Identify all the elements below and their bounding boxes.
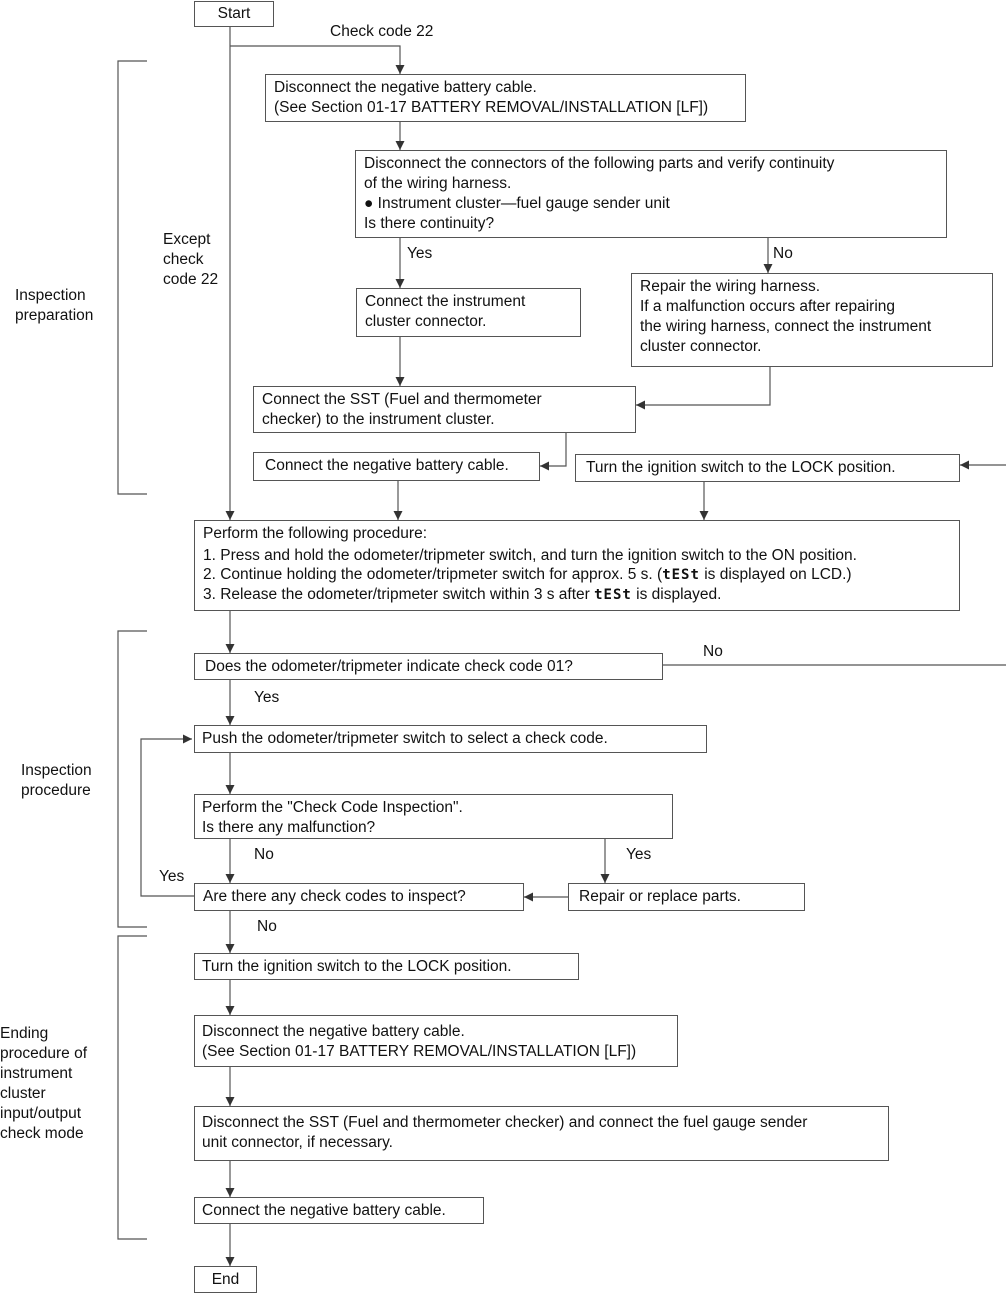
turn-ignition-lock-step: Turn the ignition switch to the LOCK pos…: [575, 454, 960, 482]
procedure-step-2: 2. Continue holding the odometer/tripmet…: [203, 566, 852, 583]
connect-battery-cable-step: Connect the negative battery cable.: [253, 452, 540, 481]
section-label-ending: Ending procedure of instrument cluster i…: [0, 1025, 88, 1142]
branch-label-no: No: [773, 245, 793, 262]
connector-check-22: [230, 45, 405, 74]
disconnect-battery-cable-step: Disconnect the negative battery cable. (…: [265, 74, 746, 122]
bracket-procedure: [117, 630, 147, 928]
bracket-ending: [117, 935, 147, 1240]
branch-label-check-code-22: Check code 22: [330, 23, 434, 40]
lcd-test-indicator: tESt: [662, 567, 700, 583]
bracket-preparation: [117, 60, 147, 495]
procedure-step-3: 3. Release the odometer/tripmeter switch…: [203, 586, 722, 603]
branch-label-yes: Yes: [254, 689, 280, 706]
branch-label-except-code-22: Except check code 22: [163, 231, 219, 288]
branch-label-no: No: [703, 643, 723, 660]
end-node: End: [194, 1266, 257, 1293]
start-node: Start: [194, 1, 274, 27]
section-label-procedure: Inspection procedure: [21, 762, 92, 799]
connect-sst-step: Connect the SST (Fuel and thermometer ch…: [253, 386, 636, 433]
perform-procedure-step: Perform the following procedure: 1. Pres…: [194, 520, 960, 611]
select-check-code-step: Push the odometer/tripmeter switch to se…: [194, 725, 707, 753]
disconnect-battery-cable-final-step: Disconnect the negative battery cable. (…: [194, 1015, 678, 1067]
repair-replace-parts-step: Repair or replace parts.: [568, 883, 805, 911]
branch-label-yes: Yes: [159, 868, 185, 885]
more-check-codes-decision: Are there any check codes to inspect?: [194, 883, 524, 911]
branch-label-yes: Yes: [407, 245, 433, 262]
connector-sst-to-cable: [540, 433, 567, 471]
section-label-preparation: Inspection preparation: [15, 287, 94, 324]
connector-more-codes-yes-loop: [140, 734, 194, 897]
disconnect-sst-step: Disconnect the SST (Fuel and thermometer…: [194, 1106, 889, 1161]
verify-continuity-decision: Disconnect the connectors of the followi…: [355, 150, 947, 238]
branch-label-no: No: [254, 846, 274, 863]
branch-label-no: No: [257, 918, 277, 935]
lcd-test-indicator: tESt: [594, 587, 632, 603]
connect-battery-cable-final-step: Connect the negative battery cable.: [194, 1197, 484, 1224]
connector-repair-to-sst: [636, 367, 771, 410]
check-code-01-decision: Does the odometer/tripmeter indicate che…: [194, 653, 663, 680]
branch-label-yes: Yes: [626, 846, 652, 863]
turn-ignition-lock-final-step: Turn the ignition switch to the LOCK pos…: [194, 953, 579, 980]
check-code-inspection-decision: Perform the "Check Code Inspection". Is …: [194, 794, 673, 839]
repair-wiring-harness-step: Repair the wiring harness. If a malfunct…: [631, 273, 993, 367]
connect-cluster-connector-step: Connect the instrument cluster connector…: [356, 288, 581, 337]
